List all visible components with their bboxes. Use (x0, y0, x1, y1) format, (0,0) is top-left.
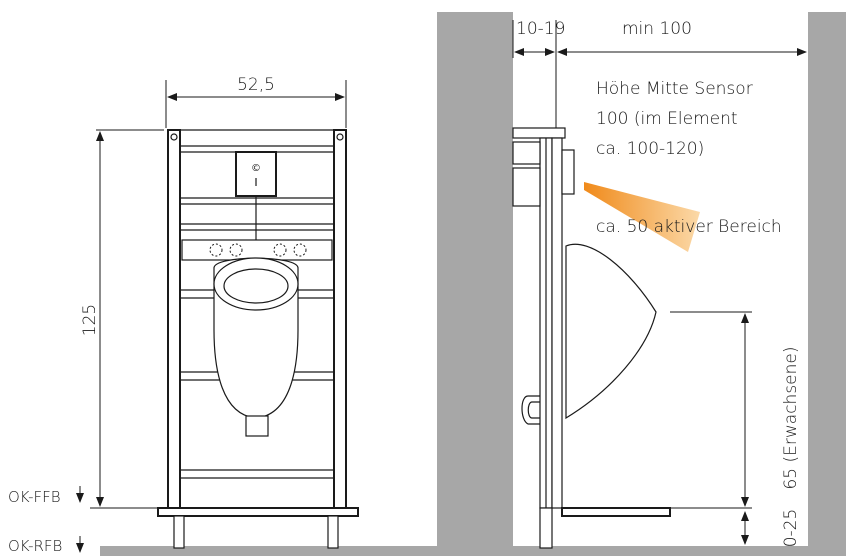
mounting-bar (181, 239, 333, 261)
frame-left-post (167, 129, 181, 509)
adult-height-label: 65 (Erwachsene) (781, 346, 801, 489)
frame-top-side (512, 127, 566, 139)
raw-floor (100, 546, 846, 556)
sensor-beam (584, 182, 700, 252)
raw-floor-label: OK-RFB (8, 537, 62, 555)
front-view: 52,5 125 © (8, 75, 359, 555)
floor-plate-side (561, 507, 671, 517)
height-label: 125 (80, 304, 100, 336)
back-wall (437, 12, 513, 546)
sensor-plate-side (561, 149, 575, 195)
frame-right-post (333, 129, 347, 509)
width-label: 52,5 (237, 75, 275, 95)
sensor-note-line-2: 100 (im Element (596, 109, 738, 129)
wall-gap-label: 10-19 (516, 19, 565, 39)
sensor-note-line-1: Höhe Mitte Sensor (596, 79, 753, 99)
active-area-label: ca. 50 aktiver Bereich (596, 217, 782, 237)
drain-pipe-front (245, 415, 269, 437)
floor-range-label: 0-25 (781, 509, 801, 548)
clearance-label: min 100 (622, 19, 692, 39)
sensor-note-line-3: ca. 100-120) (596, 139, 704, 159)
side-view: 10-19 min 100 Höhe Mitte Sensor 100 (im … (512, 19, 807, 549)
side-wall (808, 12, 846, 546)
sensor-icon: © (251, 163, 261, 174)
sensor-box (235, 151, 277, 197)
urinal-bowl-side (565, 243, 657, 420)
sensor-housing-side (512, 141, 541, 165)
finished-floor-label: OK-FFB (8, 488, 61, 506)
floor-plate-front (157, 507, 359, 517)
drain-trap-side (521, 395, 540, 425)
